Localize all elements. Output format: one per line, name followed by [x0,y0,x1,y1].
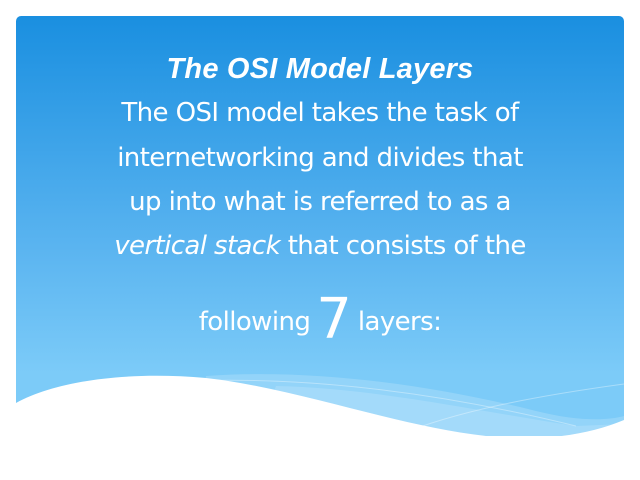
slide: The OSI Model Layers The OSI model takes… [16,16,624,436]
layer-count: 7 [316,287,352,352]
body-line-2: internetworking and divides that [117,143,523,173]
body-line-3: up into what is referred to as a [129,187,511,217]
body-line-4: vertical stack that consists of the [16,228,624,264]
body-line-1: The OSI model takes the task of [121,98,519,128]
slide-title: The OSI Model Layers [166,53,474,85]
body-line-4-rest: that consists of the [280,231,527,261]
body-line-5-before: following [198,307,311,337]
emphasis-text: vertical stack [114,231,281,261]
slide-background [16,16,624,436]
body-line-5-after: layers: [357,307,442,337]
